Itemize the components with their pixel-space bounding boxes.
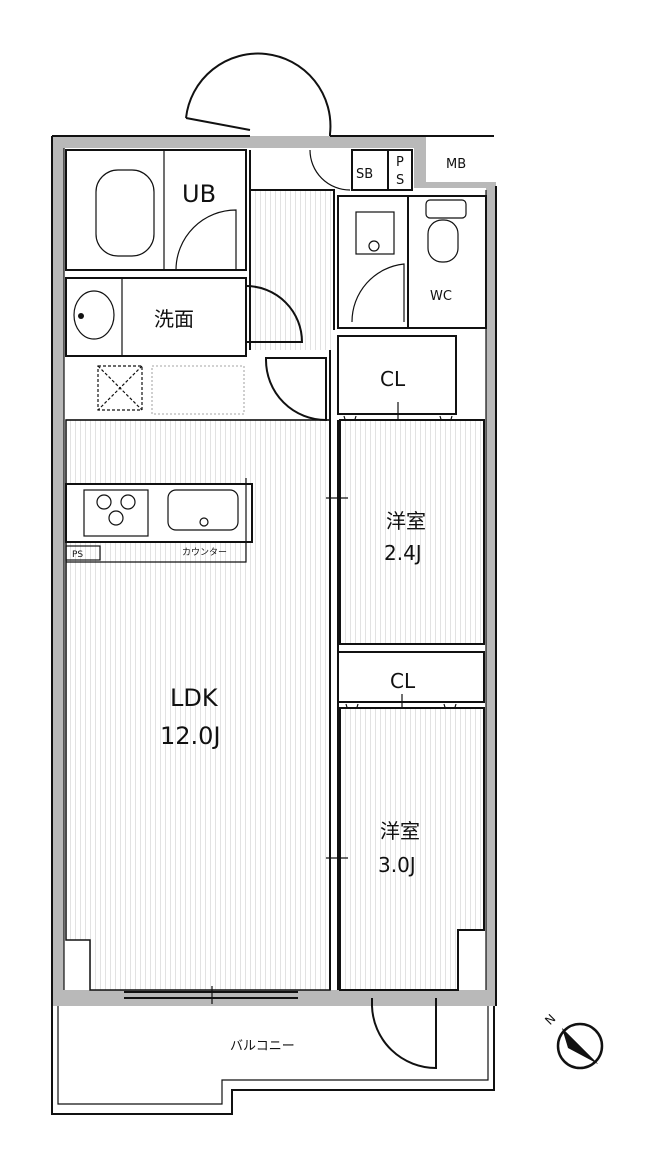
ldk-size: 12.0J xyxy=(160,722,221,750)
balcony-door[interactable] xyxy=(371,998,437,1070)
ps-p-label: P xyxy=(396,155,404,170)
closet-1: CL xyxy=(337,335,457,439)
ps-s-label: S xyxy=(396,173,404,188)
wc-room: WC xyxy=(337,195,487,329)
hallway xyxy=(249,150,335,350)
wc-label: WC xyxy=(430,289,452,304)
ps-kitchen-label: PS xyxy=(72,550,83,560)
compass-icon: N xyxy=(542,1012,604,1070)
yoshitsu1-size: 2.4J xyxy=(384,541,422,565)
cl1-label: CL xyxy=(380,367,406,391)
sb-label: SB xyxy=(356,167,373,182)
yoshitsu2-size: 3.0J xyxy=(378,853,416,877)
balcony: バルコニー xyxy=(51,1006,495,1115)
western-room-1: 洋室 2.4J xyxy=(326,419,485,645)
ldk-name: LDK xyxy=(170,684,219,712)
kitchen-counter: PS カウンター xyxy=(65,478,253,563)
partition-wall xyxy=(329,350,339,990)
balcony-window[interactable] xyxy=(124,986,298,1004)
washroom: 洗面 xyxy=(65,277,304,357)
cl2-label: CL xyxy=(390,669,416,693)
mb-label: MB xyxy=(446,157,466,172)
yoshitsu2-name: 洋室 xyxy=(380,819,420,843)
unit-bath: UB xyxy=(65,149,247,271)
ldk-door xyxy=(265,357,327,422)
ub-label: UB xyxy=(182,180,216,208)
compass-n: N xyxy=(542,1012,558,1028)
yoshitsu1-name: 洋室 xyxy=(386,509,426,533)
counter-label: カウンター xyxy=(182,547,227,558)
entry-door[interactable] xyxy=(185,52,332,136)
washer-space xyxy=(97,365,245,415)
western-room-2: 洋室 3.0J xyxy=(326,707,485,991)
balcony-label: バルコニー xyxy=(230,1039,295,1054)
senmen-label: 洗面 xyxy=(154,307,194,331)
sb-ps-cluster: SB P S MB xyxy=(309,149,466,191)
